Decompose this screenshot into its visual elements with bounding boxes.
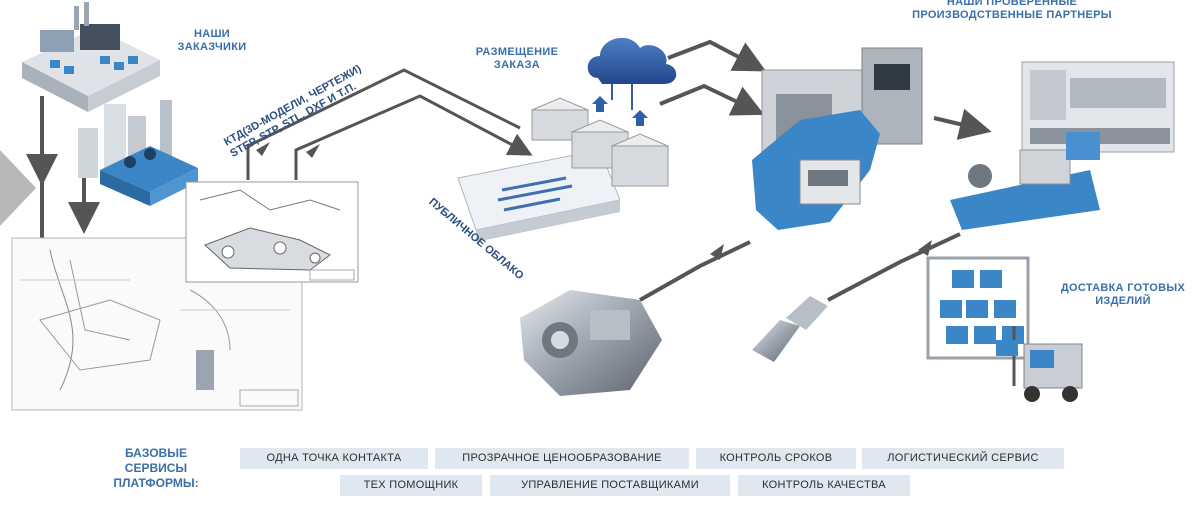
order-placement-label: РАЗМЕЩЕНИЕ ЗАКАЗА bbox=[475, 46, 559, 71]
part-drawing-sheet bbox=[185, 181, 359, 283]
services-title: БАЗОВЫЕ СЕРВИСЫ ПЛАТФОРМЫ: bbox=[113, 446, 199, 490]
factory-building-icon bbox=[22, 2, 160, 112]
customers-label: НАШИ ЗАКАЗЧИКИ bbox=[177, 28, 247, 53]
cloud-icon bbox=[587, 37, 677, 110]
public-cloud-platform bbox=[457, 149, 621, 242]
service-supplier-management: УПРАВЛЕНИЕ ПОСТАВЩИКАМИ bbox=[490, 475, 730, 496]
service-transparent-pricing: ПРОЗРАЧНОЕ ЦЕНООБРАЗОВАНИЕ bbox=[435, 448, 689, 469]
service-logistics: ЛОГИСТИЧЕСКИЙ СЕРВИС bbox=[862, 448, 1064, 469]
plant-icon bbox=[78, 100, 198, 206]
forklift-icon bbox=[996, 326, 1083, 402]
left-chevron bbox=[0, 150, 36, 226]
partners-label: НАШИ ПРОВЕРЕННЫЕ ПРОИЗВОДСТВЕННЫЕ ПАРТНЕ… bbox=[912, 0, 1112, 21]
service-tech-assistant: ТЕХ ПОМОЩНИК bbox=[340, 475, 482, 496]
server-stacks bbox=[530, 96, 670, 187]
delivery-label: ДОСТАВКА ГОТОВЫХ ИЗДЕЛИЙ bbox=[1060, 282, 1186, 307]
service-single-contact: ОДНА ТОЧКА КОНТАКТА bbox=[240, 448, 428, 469]
service-deadline-control: КОНТРОЛЬ СРОКОВ bbox=[696, 448, 856, 469]
warehouse-shelves bbox=[926, 256, 1030, 360]
service-quality-control: КОНТРОЛЬ КАЧЕСТВА bbox=[738, 475, 910, 496]
machined-housing-part bbox=[520, 290, 662, 396]
lathe-machine bbox=[950, 61, 1175, 230]
machined-fitting-part bbox=[752, 296, 828, 362]
cnc-machine bbox=[752, 47, 923, 230]
